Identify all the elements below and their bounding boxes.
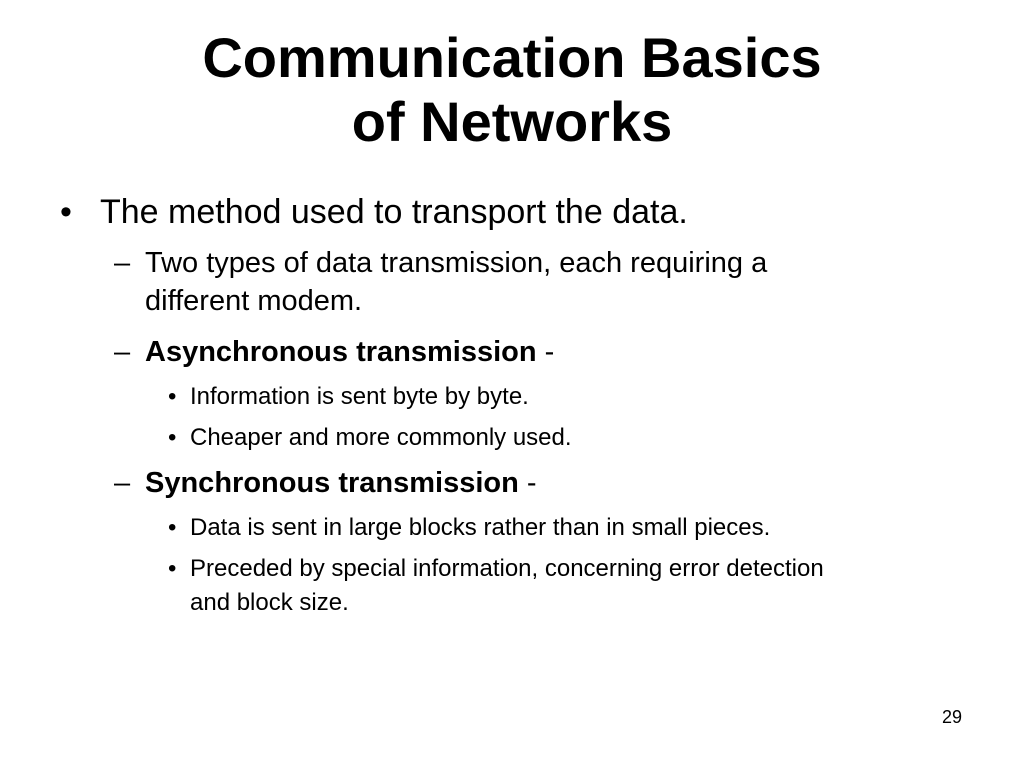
slide-title-line-1: Communication Basics <box>202 26 822 89</box>
bullet-level2-two-types: – Two types of data transmission, each r… <box>114 244 974 320</box>
bullet-marker: • <box>168 383 177 410</box>
bullet-marker: • <box>168 514 177 541</box>
bullet-level2-asynchronous: – Asynchronous transmission - <box>114 333 974 371</box>
synchronous-transmission-term: Synchronous transmission <box>145 467 519 499</box>
slide-title-line-2: of Networks <box>351 90 673 153</box>
bullet-marker: • <box>168 424 177 451</box>
bullet-text-line-1: Preceded by special information, concern… <box>190 555 824 582</box>
bullet-level2-synchronous: – Synchronous transmission - <box>114 464 974 502</box>
bullet-level3-preceded-by: • Preceded by special information, conce… <box>168 553 988 619</box>
bullet-marker: • <box>168 555 177 582</box>
page-number: 29 <box>941 707 962 727</box>
bullet-level1-method: • The method used to transport the data. <box>60 192 960 232</box>
bullet-text: Synchronous transmission - <box>145 464 537 502</box>
bullet-text: The method used to transport the data. <box>100 193 688 231</box>
bullet-text-line-2: different modem. <box>145 285 363 317</box>
bullet-text: Cheaper and more commonly used. <box>190 424 572 451</box>
asynchronous-transmission-term: Asynchronous transmission <box>145 336 537 368</box>
dash-marker: – <box>114 467 131 499</box>
bullet-text: Asynchronous transmission - <box>145 333 554 371</box>
bullet-level3-large-blocks: • Data is sent in large blocks rather th… <box>168 512 988 544</box>
bullet-marker: • <box>60 193 72 231</box>
bullet-text: Data is sent in large blocks rather than… <box>190 514 771 541</box>
slide-title: Communication Basics of Networks <box>0 26 1024 154</box>
bullet-level3-cheaper: • Cheaper and more commonly used. <box>168 422 988 454</box>
bullet-text-line-2: and block size. <box>190 589 349 616</box>
bullet-text: Information is sent byte by byte. <box>190 383 529 410</box>
dash-marker: – <box>114 336 131 368</box>
bullet-text-line-1: Two types of data transmission, each req… <box>145 247 768 279</box>
term-separator: - <box>536 336 555 368</box>
dash-marker: – <box>114 247 131 279</box>
bullet-level3-byte-by-byte: • Information is sent byte by byte. <box>168 381 988 413</box>
term-separator: - <box>518 467 537 499</box>
